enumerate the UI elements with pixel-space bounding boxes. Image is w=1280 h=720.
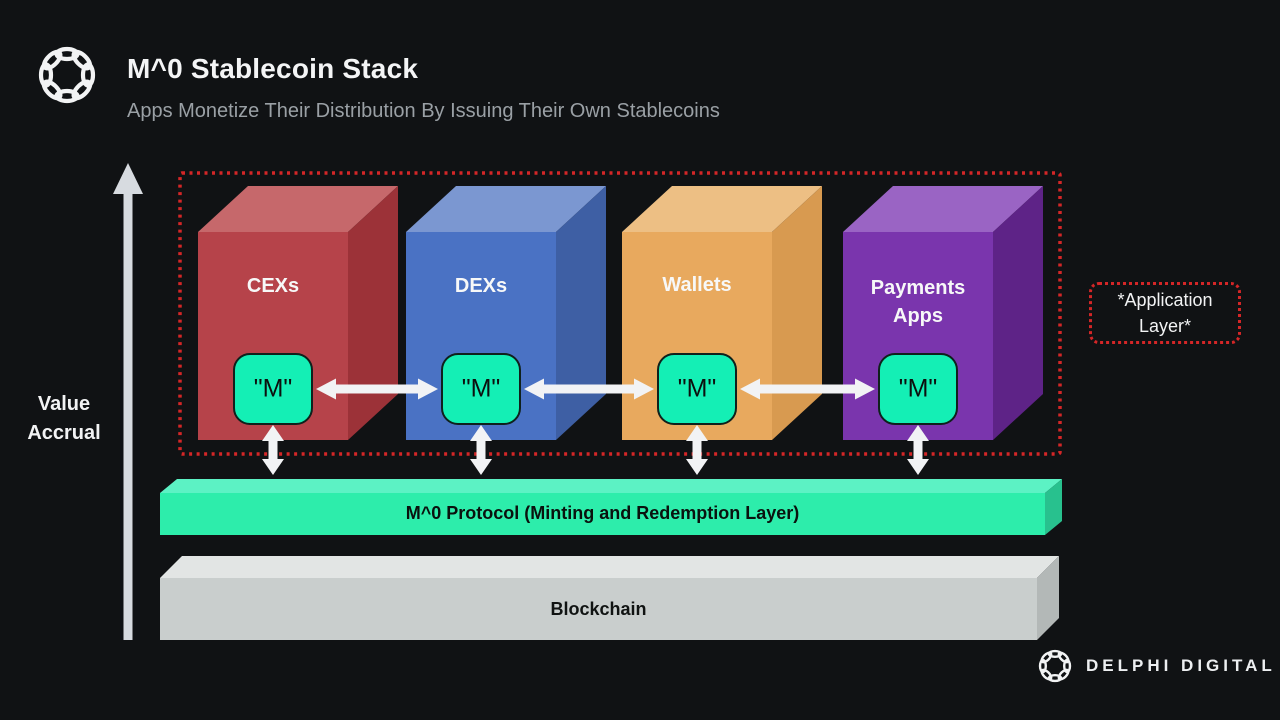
- value-arrow-shaft: [123, 192, 133, 640]
- arrow-cexs-dexs: [316, 378, 438, 400]
- application-layer-text: *Application Layer*: [1117, 290, 1213, 336]
- m-chip-payments: [878, 353, 958, 425]
- value-accrual-line1: Value: [37, 393, 91, 415]
- cexs-top-face: [198, 186, 398, 232]
- value-accrual-line2: Accrual: [27, 422, 101, 444]
- arrow-wallets-payments: [740, 378, 875, 400]
- protocol-bar: [160, 479, 1062, 535]
- wallets-side-face: [772, 186, 822, 440]
- blockchain-bar-top: [160, 556, 1059, 578]
- page-title: M^0 Stablecoin Stack: [127, 53, 419, 84]
- arrow-dexs-protocol: [470, 425, 492, 475]
- arrow-dexs-wallets: [524, 378, 654, 400]
- application-layer-callout: *Application Layer*: [1089, 282, 1241, 344]
- m-chip-cexs: [233, 353, 313, 425]
- protocol-bar-front: [160, 493, 1045, 535]
- payments-side-face: [993, 186, 1043, 440]
- page-subtitle: Apps Monetize Their Distribution By Issu…: [127, 100, 720, 122]
- arrow-cexs-protocol: [262, 425, 284, 475]
- value-arrow-head: [113, 163, 143, 194]
- cexs-side-face: [348, 186, 398, 440]
- vertical-arrows: [262, 425, 929, 475]
- dexs-label: DEXs: [454, 275, 508, 297]
- application-layer-boundary: [178, 171, 1062, 456]
- wallets-top-face: [622, 186, 822, 232]
- protocol-bar-label: M^0 Protocol (Minting and Redemption Lay…: [405, 503, 800, 523]
- arrow-payments-protocol: [907, 425, 929, 475]
- blockchain-bar-front: [160, 578, 1037, 640]
- wallets-label: Wallets: [662, 274, 732, 296]
- dexs-side-face: [556, 186, 606, 440]
- horizontal-arrows: [316, 378, 875, 400]
- m-token-label-payments: "M": [898, 374, 938, 403]
- cexs-label: CEXs: [246, 275, 300, 297]
- payments-top-face: [843, 186, 1043, 232]
- value-accrual-arrow: [113, 163, 143, 640]
- value-accrual-label: Value Accrual: [16, 390, 112, 448]
- protocol-bar-side: [1045, 479, 1062, 535]
- m-token-label-cexs: "M": [253, 374, 293, 403]
- m0-logo-icon: [34, 42, 100, 108]
- blockchain-bar-side: [1037, 556, 1059, 640]
- delphi-digital-wordmark: DELPHI DIGITAL: [1086, 656, 1276, 675]
- delphi-digital-logo-icon: [1036, 647, 1074, 685]
- payments-apps-label: Payments Apps: [870, 277, 966, 327]
- blockchain-bar: [160, 556, 1059, 640]
- token-chips: [233, 353, 958, 425]
- blockchain-bar-label: Blockchain: [550, 599, 647, 619]
- m-chip-wallets: [657, 353, 737, 425]
- m-chip-dexs: [441, 353, 521, 425]
- dexs-top-face: [406, 186, 606, 232]
- m-token-label-dexs: "M": [461, 374, 501, 403]
- arrow-wallets-protocol: [686, 425, 708, 475]
- m-token-label-wallets: "M": [677, 374, 717, 403]
- footer-brand: DELPHI DIGITAL: [1036, 647, 1276, 685]
- protocol-bar-top: [160, 479, 1062, 493]
